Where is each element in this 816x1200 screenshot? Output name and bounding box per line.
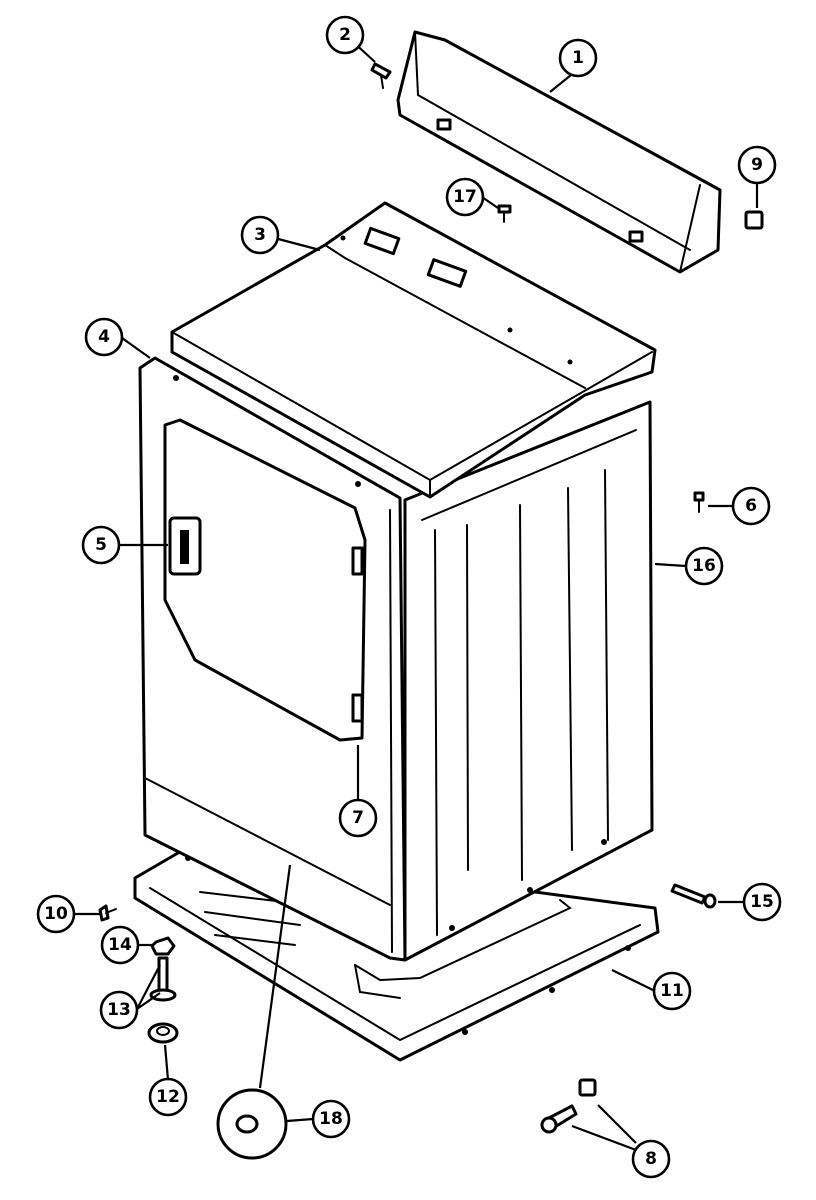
fastener-8-part [540,1078,597,1134]
callout-6: 6 [731,486,771,526]
callout-label-6: 6 [745,496,757,516]
callout-4: 4 [84,317,124,357]
callout-label-15: 15 [750,892,774,912]
callout-3: 3 [240,215,280,255]
callout-label-12: 12 [156,1087,180,1107]
callout-label-14: 14 [108,935,132,955]
callout-label-17: 17 [453,187,477,207]
plug-detail-circle [216,1088,288,1160]
callout-label-2: 2 [339,25,351,45]
door-part [163,418,367,742]
cabinet-side-panel-part [403,400,654,962]
callout-1: 1 [558,38,598,78]
control-panel-part [396,30,722,274]
callout-17: 17 [445,177,485,217]
callout-label-3: 3 [254,225,266,245]
callout-14: 14 [100,925,140,965]
door-handle-part [168,516,202,576]
bolt-13-part [149,956,177,1002]
callout-label-18: 18 [319,1109,343,1129]
callout-10: 10 [36,894,76,934]
door-hinge-part [351,546,364,723]
screw-2-part [370,62,392,89]
callout-label-10: 10 [44,904,68,924]
callout-label-7: 7 [352,808,364,828]
callout-label-16: 16 [692,556,716,576]
foot-pad-12-part [147,1022,179,1044]
top-panel-part [170,201,657,499]
clip-9-part [744,210,764,230]
callout-12: 12 [148,1077,188,1117]
callout-11: 11 [652,971,692,1011]
callout-label-11: 11 [660,981,684,1001]
callout-label-8: 8 [645,1149,657,1169]
plug-18-part [235,1114,259,1134]
callout-13: 13 [99,990,139,1030]
callout-label-5: 5 [95,535,107,555]
nut-14-part [150,936,176,956]
callout-label-9: 9 [751,155,763,175]
callout-2: 2 [325,15,365,55]
callout-label-13: 13 [107,1000,131,1020]
screw-17-part [497,204,512,223]
callout-9: 9 [737,145,777,185]
callout-5: 5 [81,525,121,565]
callout-label-1: 1 [572,48,584,68]
callout-16: 16 [684,546,724,586]
callout-label-4: 4 [98,327,110,347]
callout-18: 18 [311,1099,351,1139]
screw-10-part [98,904,117,922]
leader-lines [72,39,759,1152]
callout-7: 7 [338,798,378,838]
callout-15: 15 [742,882,782,922]
screw-15-part [670,883,717,909]
callout-8: 8 [631,1139,671,1179]
screw-6-part [693,491,705,513]
